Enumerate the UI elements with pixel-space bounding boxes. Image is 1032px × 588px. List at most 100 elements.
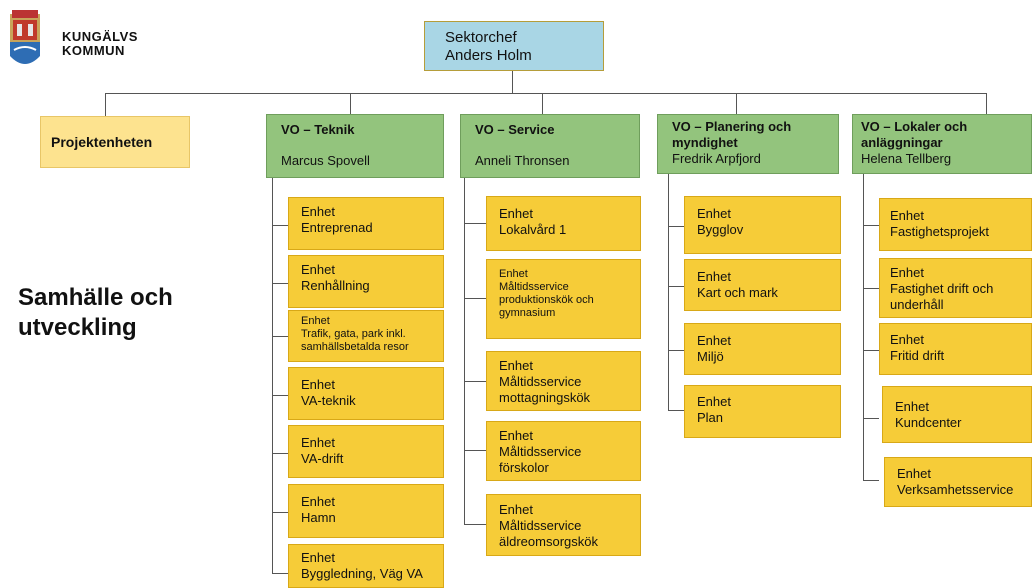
connector: [272, 225, 288, 226]
unit-name: Bygglov: [697, 222, 744, 237]
connector: [464, 450, 486, 451]
connector: [668, 226, 684, 227]
unit-box: Enhet Byggledning, Väg VA: [288, 544, 444, 588]
unit-name: Fritid drift: [890, 348, 945, 363]
unit-type: Enhet: [301, 377, 335, 392]
connector: [350, 93, 351, 114]
connector: [863, 350, 879, 351]
unit-name: Verksamhetsservice: [897, 482, 1014, 497]
unit-box: Enhet VA-drift: [288, 425, 444, 478]
side-title-line-2: utveckling: [18, 314, 137, 341]
vo-planering-manager: Fredrik Arpfjord: [672, 151, 761, 166]
unit-box: Enhet Entreprenad: [288, 197, 444, 250]
unit-name-2: äldreomsorgskök: [499, 534, 598, 549]
connector: [668, 286, 684, 287]
unit-name-2: förskolor: [499, 460, 549, 475]
connector: [668, 410, 684, 411]
unit-type: Enhet: [499, 268, 528, 280]
connector: [464, 298, 486, 299]
connector: [272, 336, 288, 337]
unit-type: Enhet: [301, 315, 330, 327]
unit-name: Fastighetsprojekt: [890, 224, 989, 239]
vo-teknik-box: VO – Teknik Marcus Spovell: [266, 114, 444, 178]
unit-type: Enhet: [890, 265, 924, 280]
unit-name: Entreprenad: [301, 220, 373, 235]
unit-name: Miljö: [697, 349, 724, 364]
unit-type: Enhet: [697, 394, 731, 409]
projektenheten-label: Projektenheten: [51, 134, 153, 150]
unit-type: Enhet: [301, 550, 335, 565]
connector: [272, 395, 288, 396]
unit-type: Enhet: [301, 204, 335, 219]
side-title-line-1: Samhälle och: [18, 284, 173, 311]
connector: [464, 524, 486, 525]
connector: [464, 381, 486, 382]
logo-line-1: KUNGÄLVS: [62, 29, 138, 44]
connector: [863, 225, 879, 226]
connector: [272, 283, 288, 284]
connector: [464, 223, 486, 224]
kungalv-coat-of-arms-icon: [10, 10, 40, 64]
unit-name-3: gymnasium: [499, 307, 556, 319]
unit-type: Enhet: [895, 399, 929, 414]
unit-type: Enhet: [499, 206, 533, 221]
unit-box: Enhet Måltidsservice mottagningskök: [486, 351, 641, 411]
unit-name: Trafik, gata, park inkl.: [301, 328, 406, 340]
unit-box: Enhet Renhållning: [288, 255, 444, 308]
unit-box: Enhet Fritid drift: [879, 323, 1032, 375]
vo-teknik-title: VO – Teknik: [281, 122, 355, 137]
unit-type: Enhet: [697, 206, 731, 221]
vo-lokaler-manager: Helena Tellberg: [861, 151, 952, 166]
unit-name: Måltidsservice: [499, 374, 582, 389]
unit-box: Enhet Måltidsservice produktionskök och …: [486, 259, 641, 339]
unit-type: Enhet: [499, 428, 533, 443]
unit-name: Plan: [697, 410, 724, 425]
unit-name-2: samhällsbetalda resor: [301, 341, 409, 353]
unit-name: Hamn: [301, 510, 336, 525]
sector-chief-name: Anders Holm: [445, 47, 532, 64]
logo: KUNGÄLVS KOMMUN: [8, 8, 148, 72]
unit-type: Enhet: [499, 358, 533, 373]
connector: [863, 480, 879, 481]
unit-name: Måltidsservice: [499, 518, 582, 533]
unit-name: Byggledning, Väg VA: [301, 566, 423, 581]
unit-box: Enhet Kart och mark: [684, 259, 841, 311]
unit-name: Kundcenter: [895, 415, 962, 430]
projektenheten-box: Projektenheten: [40, 116, 190, 168]
connector: [272, 178, 273, 574]
connector: [272, 573, 288, 574]
connector: [668, 174, 669, 411]
connector: [736, 93, 737, 114]
unit-name: Måltidsservice: [499, 281, 569, 293]
unit-name: VA-teknik: [301, 393, 356, 408]
connector: [668, 350, 684, 351]
unit-type: Enhet: [697, 269, 731, 284]
unit-box: Enhet Bygglov: [684, 196, 841, 254]
unit-box: Enhet Måltidsservice förskolor: [486, 421, 641, 481]
unit-type: Enhet: [897, 466, 931, 481]
unit-name-2: produktionskök och: [499, 294, 594, 306]
vo-planering-box: VO – Planering och myndighet Fredrik Arp…: [657, 114, 839, 174]
unit-type: Enhet: [301, 494, 335, 509]
vo-lokaler-title-2: anläggningar: [861, 135, 943, 150]
unit-box: Enhet Plan: [684, 385, 841, 438]
unit-name: Lokalvård 1: [499, 222, 567, 237]
unit-name: Måltidsservice: [499, 444, 582, 459]
unit-box: Enhet Fastighetsprojekt: [879, 198, 1032, 251]
unit-type: Enhet: [890, 208, 924, 223]
vo-planering-title-2: myndighet: [672, 135, 738, 150]
unit-box: Enhet Lokalvård 1: [486, 196, 641, 251]
unit-name: Renhållning: [301, 278, 370, 293]
unit-box: Enhet Trafik, gata, park inkl. samhällsb…: [288, 310, 444, 362]
unit-name: Kart och mark: [697, 285, 778, 300]
vo-service-box: VO – Service Anneli Thronsen: [460, 114, 640, 178]
unit-box: Enhet VA-teknik: [288, 367, 444, 420]
sector-chief-box: Sektorchef Anders Holm: [424, 21, 604, 71]
connector: [863, 418, 879, 419]
connector: [464, 178, 465, 525]
connector: [863, 174, 864, 481]
vo-lokaler-box: VO – Lokaler och anläggningar Helena Tel…: [852, 114, 1032, 174]
unit-box: Enhet Verksamhetsservice: [884, 457, 1032, 507]
connector: [542, 93, 543, 114]
side-title: Samhälle och utveckling: [18, 283, 173, 343]
